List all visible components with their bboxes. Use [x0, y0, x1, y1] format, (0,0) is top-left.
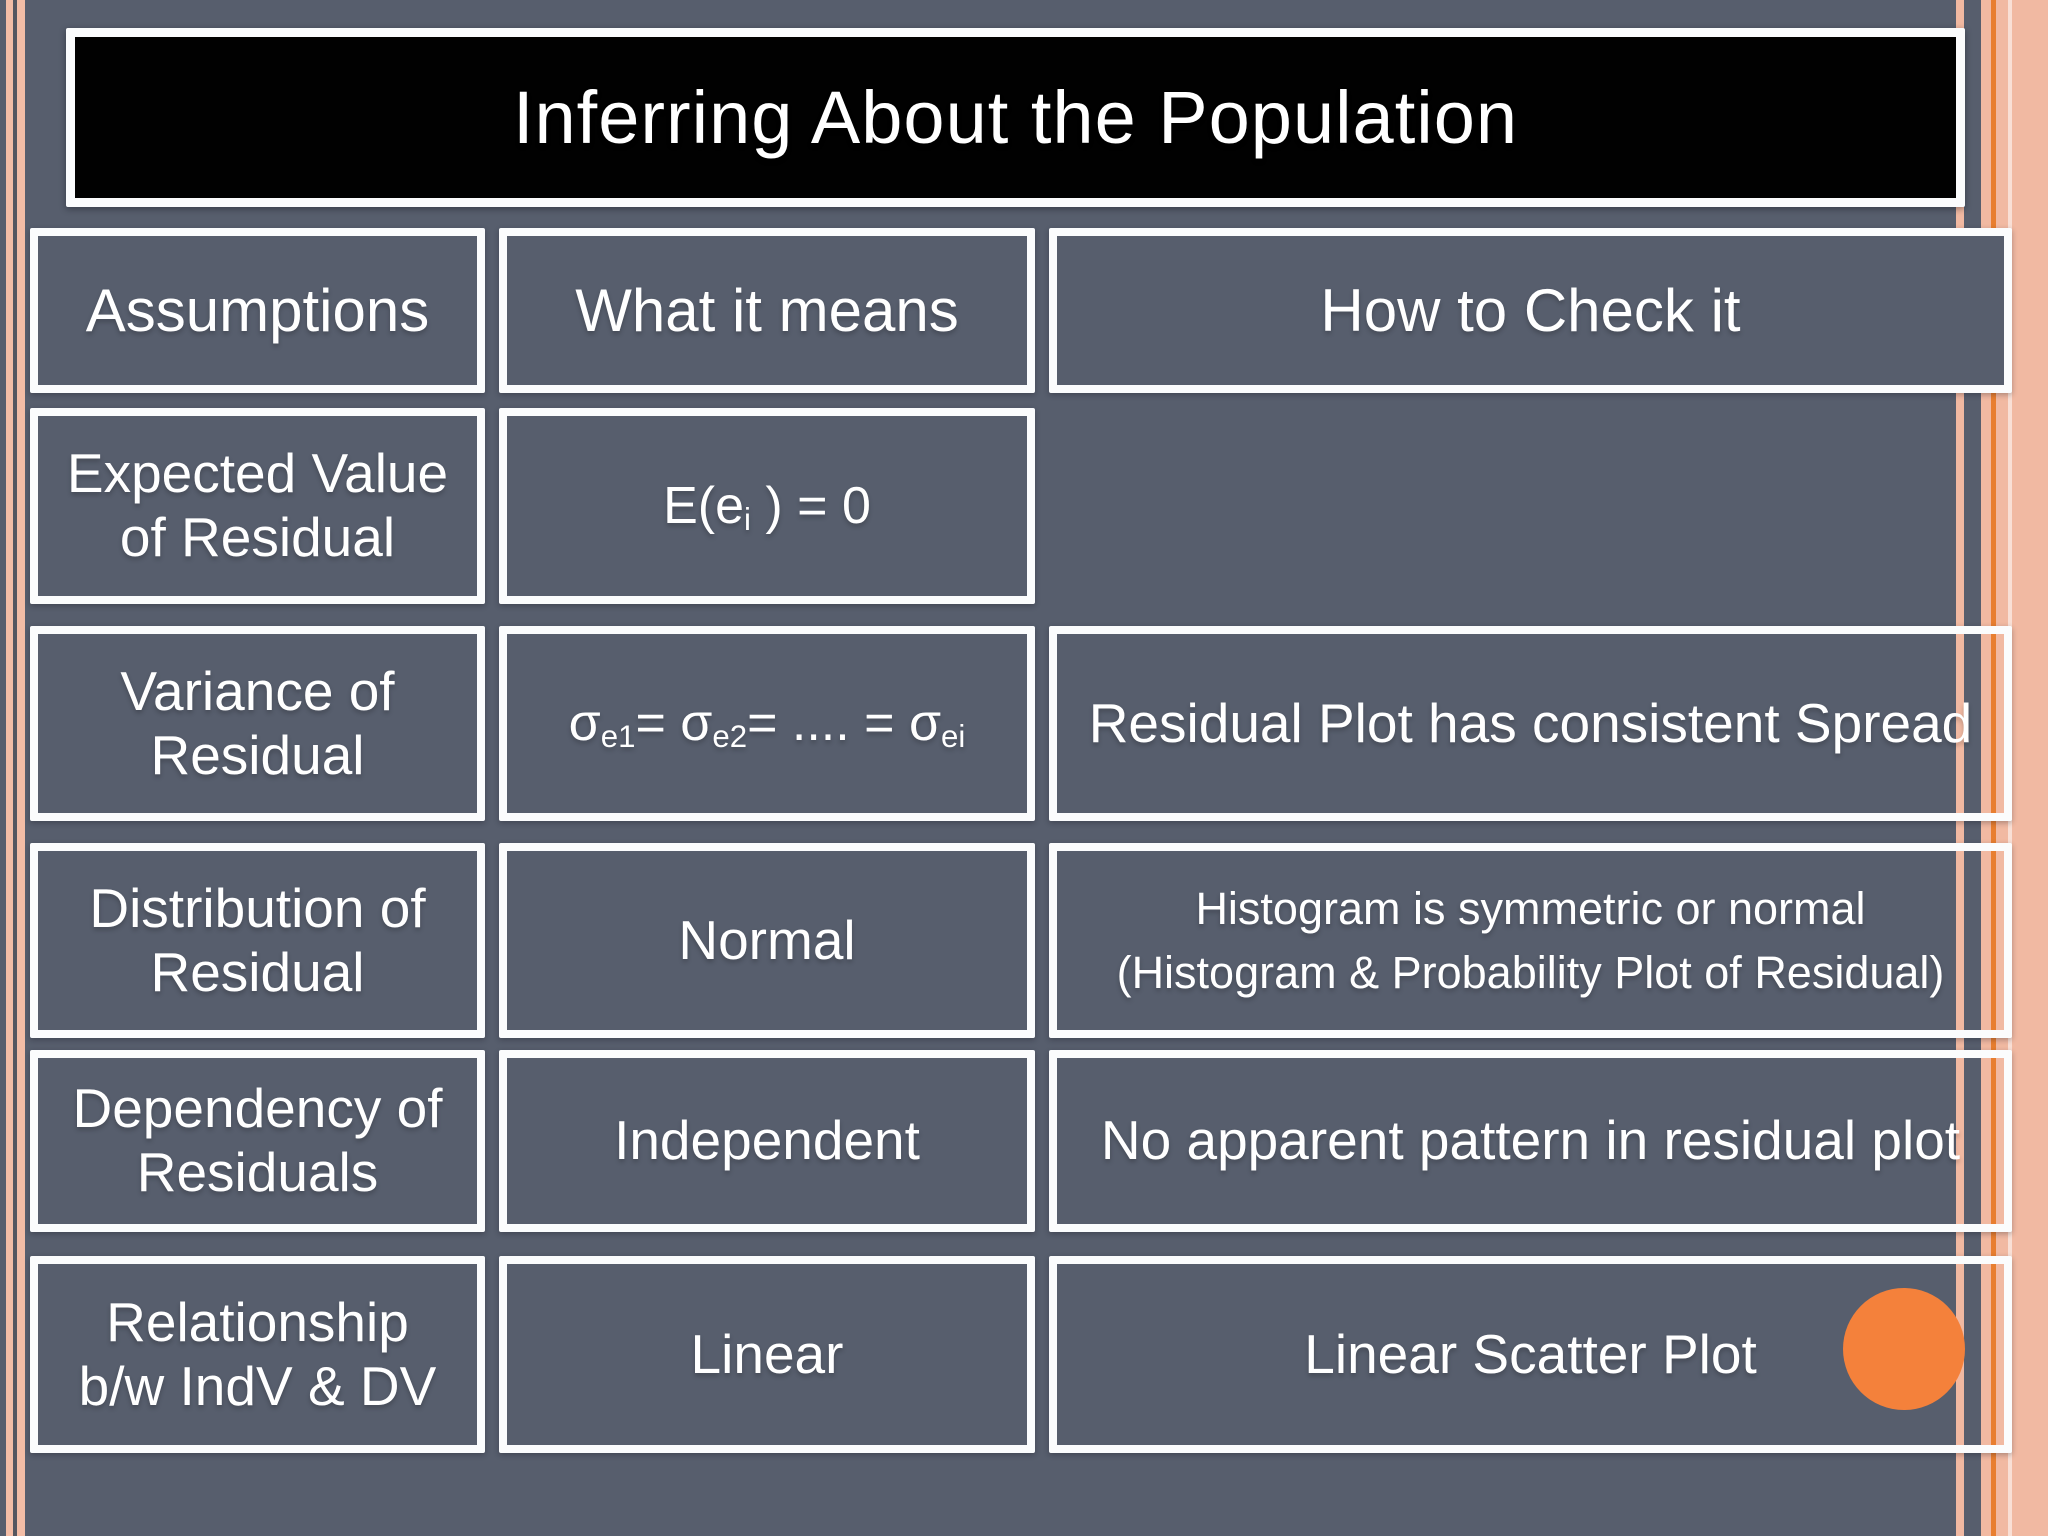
cell-check-variance: Residual Plot has consistent Spread [1049, 626, 2012, 821]
slide-title-box: Inferring About the Population [66, 28, 1965, 207]
cell-assumption-relationship: Relationship b/w IndV & DV [30, 1256, 485, 1453]
cell-meaning-dependency: Independent [499, 1050, 1035, 1232]
cell-text: Variance of Residual [120, 659, 395, 786]
cell-text: Linear Scatter Plot [1304, 1322, 1757, 1385]
cell-text: Distribution of Residual [89, 876, 426, 1003]
cell-text: Normal [678, 908, 856, 971]
cell-text: Linear [690, 1322, 844, 1385]
table-header-assumptions: Assumptions [30, 228, 485, 393]
header-label: What it means [575, 277, 959, 344]
left-border-accent-line [13, 0, 17, 1536]
right-border-orange-line [1991, 0, 1996, 1536]
cell-check-relationship: Linear Scatter Plot [1049, 1256, 2012, 1453]
cell-text: Dependency of Residuals [72, 1077, 443, 1203]
cell-text: Histogram is symmetric or normal (Histog… [1116, 882, 1945, 998]
formula-text: E(ei ) = 0 [663, 476, 871, 537]
cell-assumption-variance: Variance of Residual [30, 626, 485, 821]
cell-meaning-expected-value-formula: E(ei ) = 0 [499, 408, 1035, 604]
table-header-what-it-means: What it means [499, 228, 1035, 393]
cell-assumption-distribution: Distribution of Residual [30, 843, 485, 1038]
header-label: Assumptions [85, 277, 430, 344]
cell-text: Expected Value of Residual [66, 442, 449, 568]
header-label: How to Check it [1320, 277, 1741, 344]
cell-meaning-distribution: Normal [499, 843, 1035, 1038]
slide-title: Inferring About the Population [512, 76, 1519, 159]
cell-check-distribution: Histogram is symmetric or normal (Histog… [1049, 843, 2012, 1038]
cell-assumption-expected-value: Expected Value of Residual [30, 408, 485, 604]
cell-assumption-dependency: Dependency of Residuals [30, 1050, 485, 1232]
cell-text: No apparent pattern in residual plot [1100, 1109, 1961, 1172]
highlight-circle [1843, 1288, 1965, 1410]
table-header-how-to-check: How to Check it [1049, 228, 2012, 393]
cell-meaning-variance-formula: σe1= σe2= .... = σei [499, 626, 1035, 821]
cell-text: Residual Plot has consistent Spread [1088, 691, 1973, 754]
formula-text: σe1= σe2= .... = σei [568, 694, 966, 755]
cell-text: Relationship b/w IndV & DV [78, 1290, 437, 1417]
cell-meaning-relationship: Linear [499, 1256, 1035, 1453]
cell-check-dependency: No apparent pattern in residual plot [1049, 1050, 2012, 1232]
cell-text: Independent [614, 1109, 920, 1172]
